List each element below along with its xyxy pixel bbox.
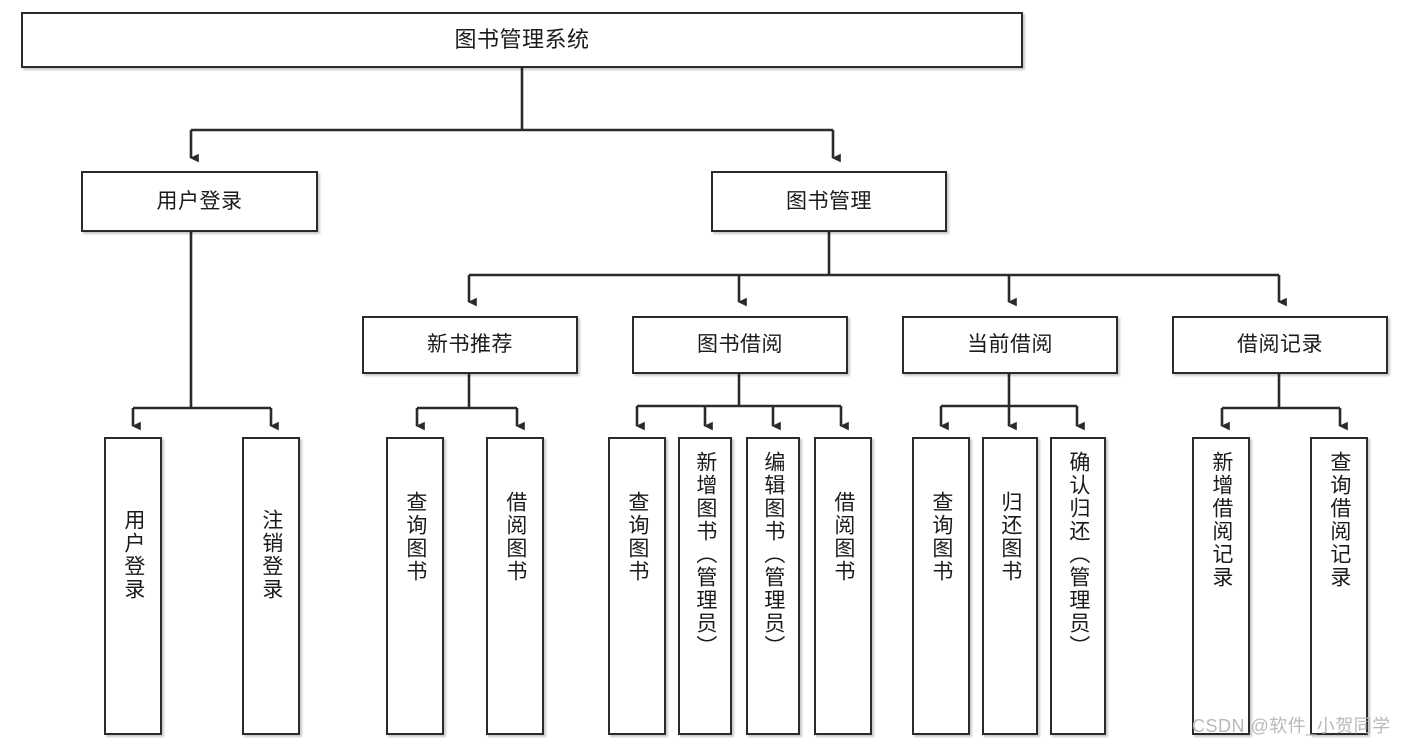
- leaf-label: 查询图书: [403, 491, 427, 583]
- leaf-label: 借阅图书: [831, 491, 855, 583]
- leaf-label: 注销登录: [259, 509, 283, 601]
- leaf-logout[interactable]: 注销登录: [242, 437, 300, 735]
- node-label: 当前借阅: [967, 333, 1053, 357]
- leaf-label: 新增图书（管理员）: [693, 451, 717, 658]
- node-book-borrow[interactable]: 图书借阅: [632, 316, 848, 374]
- leaf-label: 查询图书: [929, 491, 953, 583]
- leaf-label: 用户登录: [121, 509, 145, 601]
- node-root-book-management-system[interactable]: 图书管理系统: [21, 12, 1023, 68]
- leaf-query-book-2[interactable]: 查询图书: [608, 437, 666, 735]
- leaf-label: 编辑图书（管理员）: [761, 451, 785, 658]
- node-label: 图书借阅: [697, 333, 783, 357]
- leaf-borrow-book-2[interactable]: 借阅图书: [814, 437, 872, 735]
- node-new-book-recommend[interactable]: 新书推荐: [362, 316, 578, 374]
- leaf-add-record[interactable]: 新增借阅记录: [1192, 437, 1250, 735]
- leaf-edit-book[interactable]: 编辑图书（管理员）: [746, 437, 800, 735]
- leaf-borrow-book-1[interactable]: 借阅图书: [486, 437, 544, 735]
- leaf-label: 归还图书: [998, 491, 1022, 583]
- node-user-login[interactable]: 用户登录: [81, 171, 318, 232]
- leaf-label: 借阅图书: [503, 491, 527, 583]
- leaf-query-book-1[interactable]: 查询图书: [386, 437, 444, 735]
- leaf-label: 查询图书: [625, 491, 649, 583]
- node-borrow-record[interactable]: 借阅记录: [1172, 316, 1388, 374]
- node-current-borrow[interactable]: 当前借阅: [902, 316, 1118, 374]
- leaf-query-record[interactable]: 查询借阅记录: [1310, 437, 1368, 735]
- leaf-query-book-3[interactable]: 查询图书: [912, 437, 970, 735]
- leaf-label: 确认归还（管理员）: [1066, 451, 1090, 658]
- leaf-add-book[interactable]: 新增图书（管理员）: [678, 437, 732, 735]
- node-label: 图书管理: [786, 189, 872, 213]
- leaf-user-login[interactable]: 用户登录: [104, 437, 162, 735]
- node-label: 新书推荐: [427, 333, 513, 357]
- watermark-text: CSDN @软件_小贺同学: [1192, 716, 1391, 736]
- leaf-return-book[interactable]: 归还图书: [982, 437, 1038, 735]
- leaf-confirm-return[interactable]: 确认归还（管理员）: [1050, 437, 1106, 735]
- node-label: 图书管理系统: [454, 26, 590, 52]
- node-label: 用户登录: [156, 189, 243, 213]
- node-label: 借阅记录: [1237, 333, 1323, 357]
- node-book-management[interactable]: 图书管理: [711, 171, 947, 232]
- leaf-label: 新增借阅记录: [1209, 451, 1233, 589]
- leaf-label: 查询借阅记录: [1327, 451, 1351, 589]
